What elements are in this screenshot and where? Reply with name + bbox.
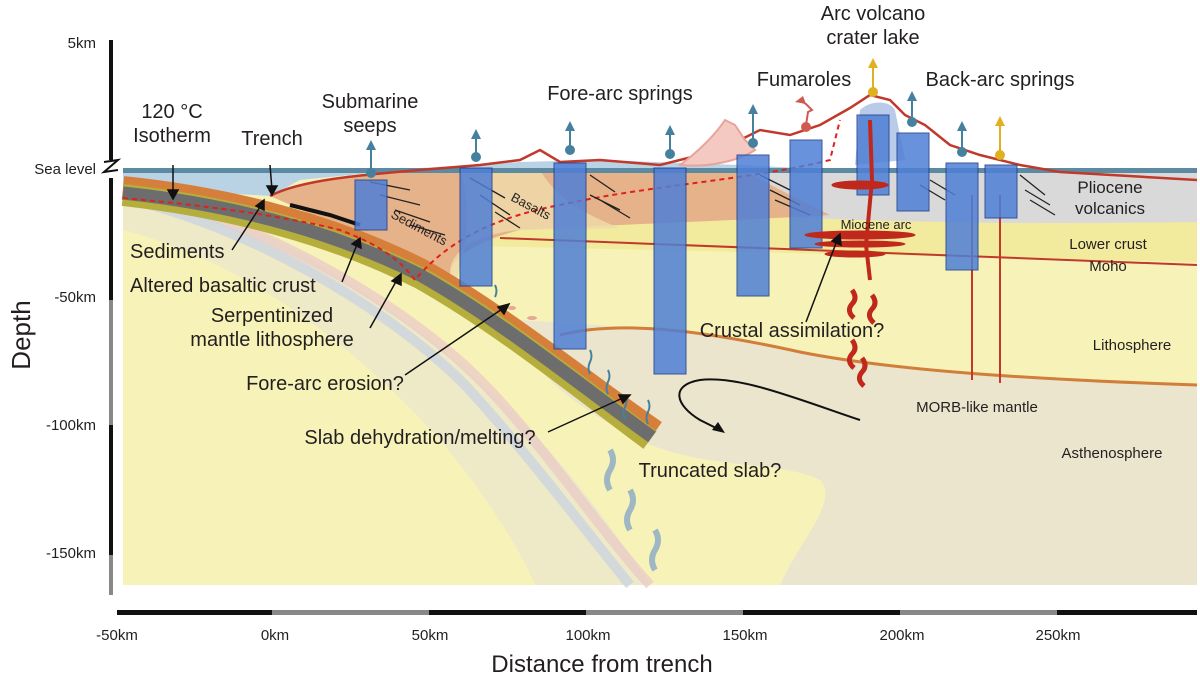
label-asthenosphere: Asthenosphere — [1062, 445, 1163, 462]
y-tick-150km: -150km — [46, 545, 96, 562]
fumarole-marker — [795, 96, 814, 132]
crater-lake-marker — [868, 58, 878, 97]
magma-blobs-3 — [846, 338, 858, 370]
spring-marker-1 — [471, 129, 481, 162]
magma-features — [804, 119, 916, 388]
geology-layers — [123, 93, 1198, 585]
label-miocene-arc: Miocene arc — [841, 217, 912, 232]
spring-marker-4 — [748, 104, 758, 148]
x-axis-label: Distance from trench — [491, 651, 712, 677]
label-backarc-springs: Back-arc springs — [926, 69, 1075, 91]
spring-markers — [366, 58, 1005, 178]
x-tick-0: 0km — [261, 627, 289, 644]
spring-marker-3 — [665, 125, 675, 159]
y-tick-100km: -100km — [46, 417, 96, 434]
y-axis-label: Depth — [6, 300, 36, 369]
leader-arrows — [166, 164, 842, 433]
y-tick-50km: -50km — [54, 289, 96, 306]
slab-ghost-pink — [122, 187, 654, 589]
label-lithosphere: Lithosphere — [1093, 337, 1171, 354]
x-tick-200: 200km — [879, 627, 924, 644]
column-submarine-seeps — [354, 179, 388, 231]
label-forearc-springs: Fore-arc springs — [547, 83, 693, 105]
isotherm-line — [122, 119, 841, 282]
magma-sill-4 — [824, 250, 886, 258]
x-tick-100: 100km — [565, 627, 610, 644]
backarc-marker-1 — [907, 91, 917, 127]
topography-line — [269, 93, 1198, 198]
x-tick-50: 50km — [412, 627, 449, 644]
backarc-marker-3 — [995, 116, 1005, 160]
column-forearc-2 — [553, 162, 587, 350]
column-forearc-1 — [459, 167, 493, 287]
x-tick-250: 250km — [1035, 627, 1080, 644]
label-fumaroles: Fumaroles — [757, 69, 851, 91]
label-truncated-slab: Truncated slab? — [639, 460, 782, 482]
data-columns — [354, 114, 1018, 375]
slab-ghost-blue — [121, 193, 634, 589]
asthenosphere-region — [520, 320, 1197, 585]
subducting-slab — [121, 119, 841, 589]
lab-line — [559, 326, 1198, 387]
column-backarc-1 — [896, 132, 930, 212]
magma-blobs-1 — [846, 288, 858, 320]
mantle-flow-arrow — [678, 378, 861, 433]
column-forearc-3 — [653, 167, 687, 375]
seep-marker-1 — [366, 140, 376, 178]
magma-sill-2 — [804, 230, 916, 240]
y-axis: 5km Sea level -50km -100km -150km Depth — [6, 35, 122, 595]
label-slab-dehydration: Slab dehydration/melting? — [304, 427, 535, 449]
magma-conduit — [863, 119, 875, 281]
magma-sill-3 — [814, 240, 906, 248]
label-lower-crust: Lower crust — [1069, 236, 1147, 253]
x-tick-neg50: -50km — [96, 627, 138, 644]
x-axis: -50km 0km 50km 100km 150km 200km 250km D… — [96, 610, 1197, 677]
backarc-marker-2 — [957, 121, 967, 157]
fumarole-mound — [677, 118, 757, 167]
label-moho: Moho — [1089, 258, 1127, 275]
spring-marker-2 — [565, 121, 575, 155]
sub-slab-yellow — [123, 230, 535, 585]
label-trench: Trench — [241, 128, 303, 150]
column-fumaroles-1 — [736, 154, 770, 297]
y-tick-sea-level: Sea level — [34, 161, 96, 178]
label-morb-mantle: MORB-like mantle — [916, 399, 1038, 416]
column-backarc-3 — [984, 164, 1018, 219]
magma-blobs-4 — [856, 356, 868, 388]
x-tick-150: 150km — [722, 627, 767, 644]
label-crustal-assimilation: Crustal assimilation? — [700, 320, 885, 342]
y-tick-5km: 5km — [68, 35, 96, 52]
label-forearc-erosion: Fore-arc erosion? — [246, 373, 404, 395]
magma-blobs-2 — [866, 293, 878, 325]
thrust-bold — [289, 203, 361, 227]
sea-region — [123, 160, 1197, 196]
label-sediments: Sediments — [130, 241, 225, 263]
basalts-region — [450, 170, 620, 285]
column-backarc-2 — [945, 162, 979, 271]
column-fumaroles-2 — [789, 139, 823, 249]
magma-sill-1 — [831, 180, 889, 190]
label-altered-crust: Altered basaltic crust — [130, 275, 316, 297]
